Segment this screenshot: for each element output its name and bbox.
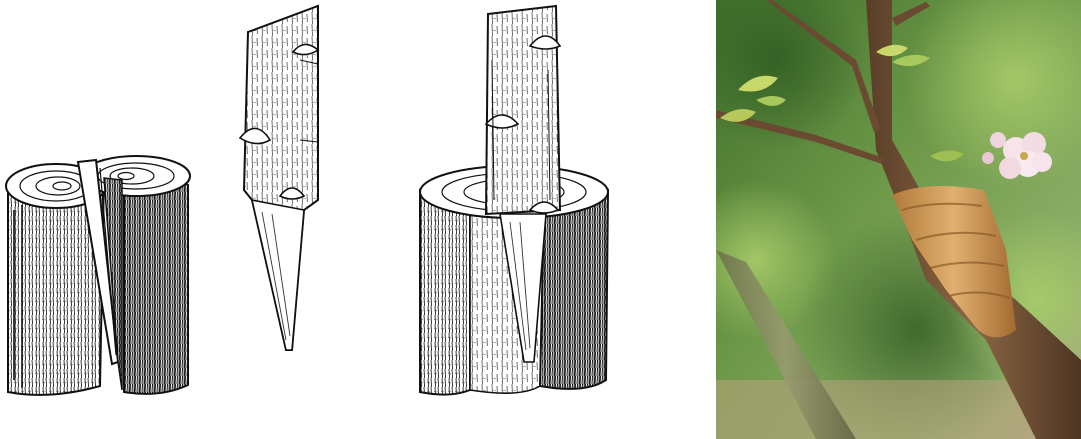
scion-wedge-drawing xyxy=(240,6,318,350)
cleft-graft-illustration xyxy=(0,0,712,439)
grafted-branch-photo xyxy=(716,0,1081,439)
scion-inserted-drawing xyxy=(420,6,608,395)
split-stock-drawing xyxy=(6,156,190,395)
